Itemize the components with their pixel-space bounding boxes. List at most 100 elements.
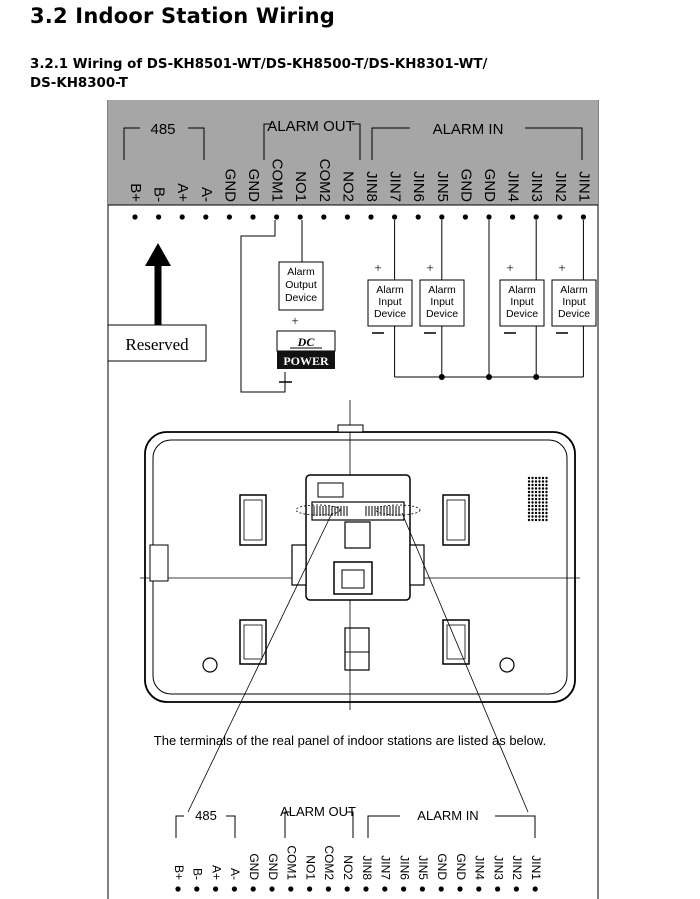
- speaker-hole: [541, 494, 545, 497]
- alarm-input-device-label: Device: [506, 308, 538, 320]
- speaker-hole: [534, 487, 538, 490]
- speaker-hole: [531, 504, 534, 508]
- bottom-terminal-label: GND: [454, 853, 468, 880]
- speaker-hole: [545, 501, 548, 504]
- bottom-terminal-dot: [457, 886, 463, 892]
- speaker-hole: [541, 490, 545, 494]
- bottom-terminal-label: COM1: [285, 845, 299, 880]
- alarm-input-device-label: Device: [426, 308, 458, 320]
- top-terminal-dot: [486, 214, 492, 220]
- speaker-hole: [541, 487, 545, 490]
- alarm-input-device: [499, 279, 545, 327]
- alarm-input-device-label: Alarm: [560, 284, 588, 296]
- speaker-hole: [531, 480, 534, 483]
- top-terminal-dot: [509, 214, 516, 220]
- alarm-input-device-label: Alarm: [508, 284, 536, 296]
- speaker-hole: [538, 483, 541, 487]
- top-terminal-label: A-: [198, 187, 215, 202]
- bottom-terminal-dot: [288, 886, 294, 892]
- reserved-box: [107, 324, 207, 362]
- alarm-input-device: [551, 279, 597, 327]
- top-terminal-label: JIN1: [575, 171, 592, 202]
- speaker-hole: [538, 494, 541, 497]
- top-terminal-dot: [392, 214, 398, 220]
- speaker-hole: [541, 518, 545, 522]
- bottom-terminal-dot: [476, 886, 482, 892]
- speaker-hole: [527, 497, 531, 501]
- top-terminal-dot: [321, 214, 327, 220]
- speaker-hole: [531, 494, 534, 497]
- top-terminal-dot: [368, 214, 374, 220]
- speaker-hole: [531, 487, 534, 490]
- bottom-terminal-label: NO2: [341, 855, 355, 880]
- speaker-hole: [541, 497, 545, 501]
- speaker-hole: [527, 515, 531, 518]
- speaker-hole: [534, 504, 538, 508]
- top-terminal-label: JIN3: [528, 171, 545, 202]
- top-terminal-label: A+: [174, 183, 191, 202]
- speaker-hole: [527, 476, 531, 480]
- plus-sign: +: [374, 260, 381, 275]
- speaker-hole: [545, 504, 548, 508]
- top-terminal-label: JIN7: [387, 171, 404, 202]
- speaker-hole: [541, 480, 545, 483]
- bottom-terminal-dot: [513, 886, 520, 892]
- top-terminal-dot: [297, 214, 303, 220]
- speaker-hole: [531, 518, 534, 522]
- bottom-terminal-dot: [495, 886, 501, 892]
- alarm-input-device-label: Input: [510, 296, 533, 308]
- speaker-hole: [527, 504, 531, 508]
- alarm-input-device-label: Input: [430, 296, 453, 308]
- speaker-hole: [527, 501, 531, 504]
- top-terminal-dot: [415, 214, 421, 220]
- top-terminal-dot: [226, 214, 232, 220]
- top-terminal-label: GND: [457, 169, 474, 203]
- top-terminal-dot: [203, 214, 209, 220]
- speaker-hole: [541, 501, 545, 504]
- bottom-terminal-dot: [194, 886, 200, 892]
- top-terminal-dot: [533, 214, 539, 220]
- subsection-title-line2: DS-KH8300-T: [30, 76, 128, 91]
- junction-dot: [533, 374, 540, 380]
- speaker-hole: [527, 483, 531, 487]
- speaker-hole: [545, 476, 548, 480]
- bottom-terminal-dot: [250, 886, 256, 892]
- bottom-terminal-dot: [307, 886, 313, 892]
- svg-text:+: +: [291, 313, 298, 328]
- speaker-hole: [531, 476, 534, 480]
- speaker-hole: [545, 494, 548, 497]
- speaker-hole: [534, 511, 538, 515]
- bottom-terminal-dot: [419, 886, 425, 892]
- speaker-hole: [534, 497, 538, 501]
- top-terminal-dot: [462, 214, 468, 220]
- top-terminal-label: JIN5: [434, 171, 451, 202]
- bottom-group-label-alarm-out: ALARM OUT: [280, 804, 356, 819]
- speaker-hole: [534, 480, 538, 483]
- alarm-input-device-label: Device: [374, 308, 406, 320]
- svg-text:Device: Device: [285, 292, 317, 304]
- speaker-hole: [538, 511, 541, 515]
- alarm-input-device-label: Alarm: [376, 284, 404, 296]
- speaker-hole: [538, 497, 541, 501]
- speaker-hole: [538, 508, 541, 511]
- bottom-terminal-label: GND: [247, 853, 261, 880]
- top-terminal-label: NO1: [292, 171, 309, 202]
- top-terminal-label: JIN8: [363, 171, 380, 202]
- speaker-hole: [538, 515, 541, 518]
- bottom-terminal-dot: [213, 886, 219, 892]
- top-terminal-label: COM2: [316, 159, 333, 202]
- subsection-title: 3.2.1 Wiring of DS-KH8501-WT/DS-KH8500-T…: [30, 55, 650, 93]
- speaker-hole: [538, 480, 541, 483]
- bottom-terminal-label: JIN4: [473, 855, 487, 880]
- top-terminal-label: JIN4: [505, 171, 522, 202]
- speaker-hole: [541, 504, 545, 508]
- plus-sign: +: [506, 260, 513, 275]
- top-terminal-dot: [132, 214, 138, 220]
- top-terminal-label: B+: [127, 183, 144, 202]
- bottom-terminal-dot: [231, 886, 237, 892]
- bottom-terminal-dot: [175, 886, 181, 892]
- top-terminal-dot: [156, 214, 162, 220]
- device-panel: [140, 400, 580, 710]
